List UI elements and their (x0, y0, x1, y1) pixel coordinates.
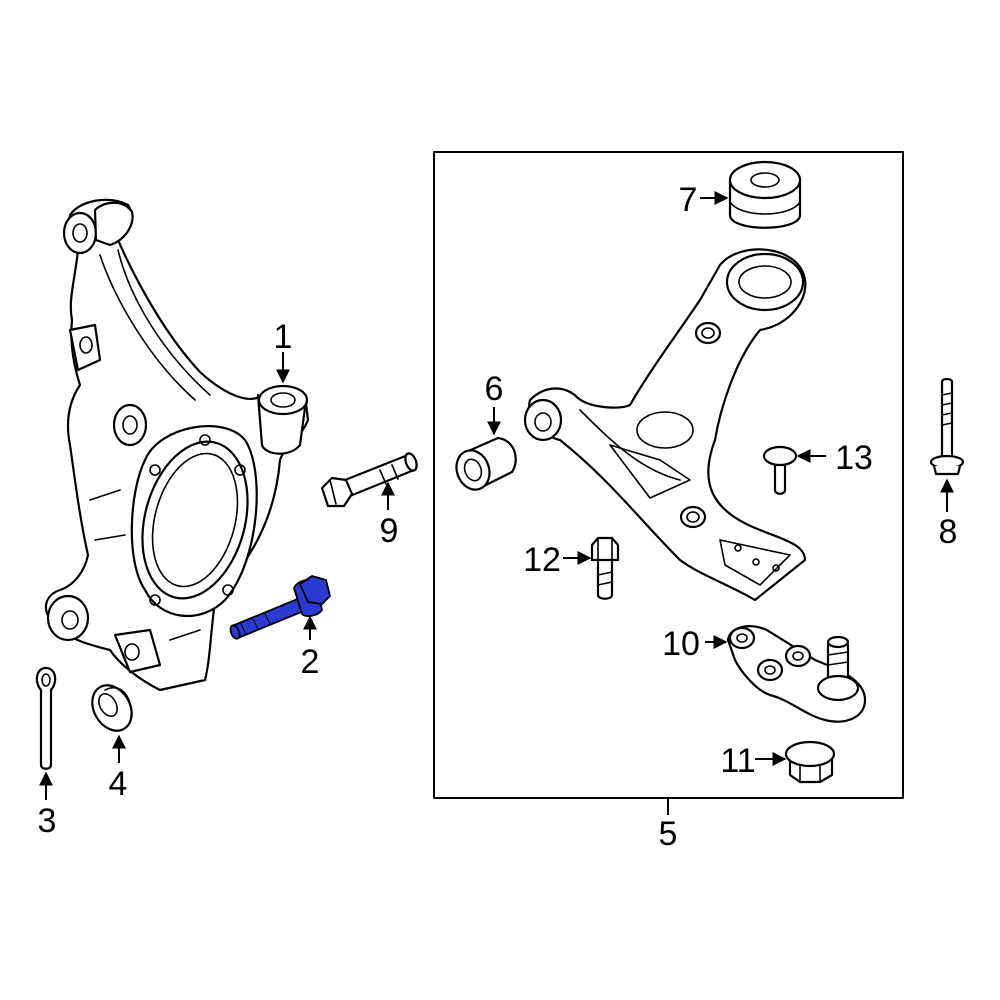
rear-bushing[interactable] (728, 160, 802, 229)
cotter-pin[interactable] (35, 666, 57, 770)
callout-10: 10 (662, 625, 700, 663)
callout-2: 2 (301, 643, 320, 681)
callout-13: 13 (835, 439, 873, 477)
mounting-bolt-9[interactable] (320, 452, 419, 508)
bolt-shank (230, 596, 308, 640)
dust-seal-washer[interactable] (84, 678, 139, 738)
callout-labels: 1 2 3 4 5 6 7 8 9 10 11 12 13 (38, 181, 958, 853)
callout-7: 7 (679, 181, 698, 219)
bolt-12[interactable] (590, 536, 620, 600)
pin-13[interactable] (762, 445, 798, 495)
knuckle-bolt-highlighted[interactable] (229, 575, 331, 640)
callout-9: 9 (380, 512, 399, 550)
long-bolt-8[interactable] (929, 377, 965, 476)
callout-8: 8 (939, 513, 958, 551)
leader-lines (39, 191, 954, 815)
callout-11: 11 (720, 742, 755, 780)
callout-6: 6 (485, 370, 504, 408)
flange-nut[interactable] (784, 740, 836, 784)
steering-knuckle[interactable] (44, 198, 310, 692)
callout-1: 1 (274, 318, 293, 356)
lower-control-arm[interactable] (523, 248, 807, 602)
front-bushing[interactable] (451, 436, 517, 494)
bolt-head (298, 575, 331, 605)
callout-3: 3 (38, 802, 57, 840)
callout-5: 5 (659, 815, 678, 853)
callout-4: 4 (109, 765, 128, 803)
ball-joint[interactable] (726, 625, 867, 723)
callout-12: 12 (523, 541, 561, 579)
